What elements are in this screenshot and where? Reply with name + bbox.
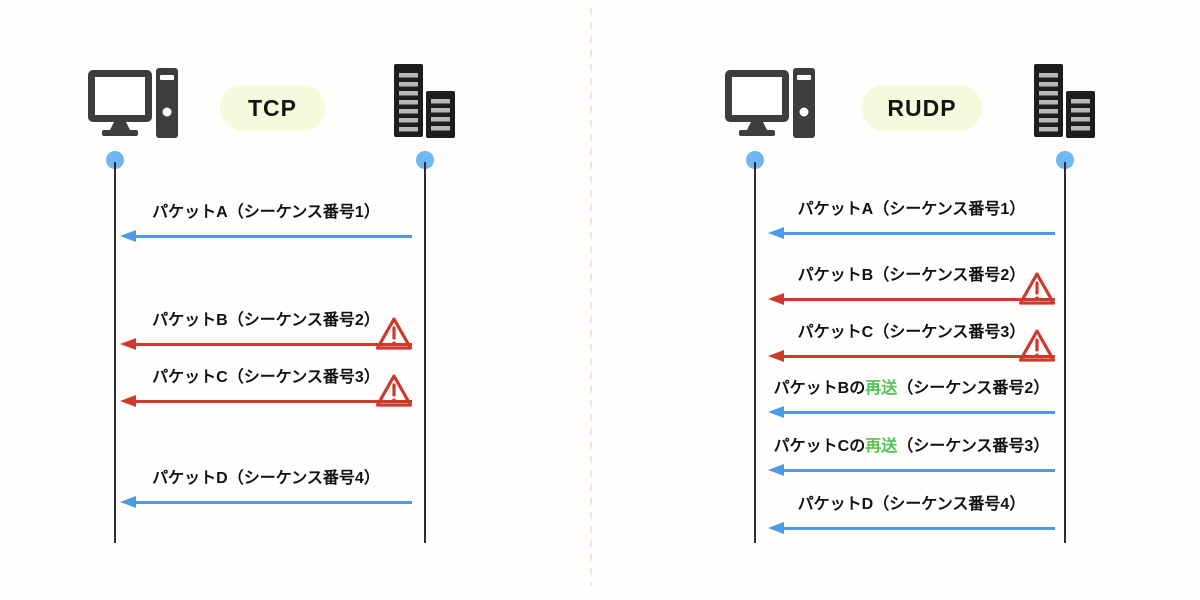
message-row: パケットC（シーケンス番号3） xyxy=(768,322,1056,364)
message-row: パケットD（シーケンス番号4） xyxy=(120,468,412,510)
packet-label: パケットD（シーケンス番号4） xyxy=(152,470,380,487)
server-endpoint-dot xyxy=(416,151,434,169)
message-row: パケットA（シーケンス番号1） xyxy=(768,199,1055,241)
arrow-shaft xyxy=(784,231,1055,235)
warning-icon xyxy=(1018,329,1056,362)
packet-arrow xyxy=(768,464,1055,476)
warning-icon xyxy=(375,317,413,350)
server-lifeline xyxy=(424,162,426,543)
packet-arrow xyxy=(120,338,412,350)
packet-arrow xyxy=(120,230,412,242)
packet-arrow xyxy=(768,293,1055,305)
protocol-label: RUDP xyxy=(887,94,957,121)
desktop-computer-icon xyxy=(88,68,178,138)
packet-arrow xyxy=(768,522,1055,534)
packet-arrow xyxy=(768,227,1055,239)
packet-arrow xyxy=(768,350,1055,362)
message-row: パケットD（シーケンス番号4） xyxy=(768,494,1055,536)
protocol-badge-tcp: TCP xyxy=(220,85,325,131)
server-rack-icon xyxy=(1034,64,1095,138)
message-row: パケットB（シーケンス番号2） xyxy=(120,310,413,352)
client-endpoint-dot xyxy=(746,151,764,169)
server-rack-icon xyxy=(394,64,455,138)
desktop-computer-icon xyxy=(725,68,815,138)
arrow-shaft xyxy=(784,526,1055,530)
packet-label: パケットCの再送（シーケンス番号3） xyxy=(773,438,1050,455)
message-row: パケットBの再送（シーケンス番号2） xyxy=(768,378,1055,420)
protocol-label: TCP xyxy=(248,94,297,121)
arrow-shaft xyxy=(784,410,1055,414)
arrow-shaft xyxy=(784,468,1055,472)
client-lifeline xyxy=(114,162,116,543)
arrowhead-left-icon xyxy=(120,230,136,242)
packet-label: パケットC（シーケンス番号3） xyxy=(797,324,1026,341)
packet-label: パケットBの再送（シーケンス番号2） xyxy=(773,380,1050,397)
warning-icon xyxy=(1018,272,1056,305)
arrow-shaft xyxy=(136,500,412,504)
message-row: パケットB（シーケンス番号2） xyxy=(768,265,1056,307)
arrow-shaft xyxy=(136,234,412,238)
arrowhead-left-icon xyxy=(120,496,136,508)
server-lifeline xyxy=(1064,162,1066,543)
message-row: パケットC（シーケンス番号3） xyxy=(120,367,413,409)
arrow-shaft xyxy=(784,297,1055,301)
panel-divider xyxy=(590,8,592,586)
message-row: パケットA（シーケンス番号1） xyxy=(120,202,412,244)
arrow-shaft xyxy=(136,399,412,403)
packet-arrow xyxy=(768,406,1055,418)
arrow-shaft xyxy=(784,354,1055,358)
client-lifeline xyxy=(754,162,756,543)
packet-label: パケットB（シーケンス番号2） xyxy=(797,267,1026,284)
arrowhead-left-icon xyxy=(120,395,136,407)
arrowhead-left-icon xyxy=(768,350,784,362)
warning-icon xyxy=(375,374,413,407)
arrowhead-left-icon xyxy=(768,406,784,418)
arrowhead-left-icon xyxy=(768,522,784,534)
packet-arrow xyxy=(120,496,412,508)
client-endpoint-dot xyxy=(106,151,124,169)
protocol-badge-rudp: RUDP xyxy=(862,85,982,131)
packet-label: パケットD（シーケンス番号4） xyxy=(797,496,1026,513)
arrow-shaft xyxy=(136,342,412,346)
packet-arrow xyxy=(120,395,412,407)
packet-label: パケットA（シーケンス番号1） xyxy=(152,204,380,221)
packet-label: パケットB（シーケンス番号2） xyxy=(152,312,380,329)
arrowhead-left-icon xyxy=(768,464,784,476)
arrowhead-left-icon xyxy=(768,293,784,305)
arrowhead-left-icon xyxy=(768,227,784,239)
packet-label: パケットC（シーケンス番号3） xyxy=(152,369,380,386)
message-row: パケットCの再送（シーケンス番号3） xyxy=(768,436,1055,478)
arrowhead-left-icon xyxy=(120,338,136,350)
server-endpoint-dot xyxy=(1056,151,1074,169)
packet-label: パケットA（シーケンス番号1） xyxy=(797,201,1026,218)
